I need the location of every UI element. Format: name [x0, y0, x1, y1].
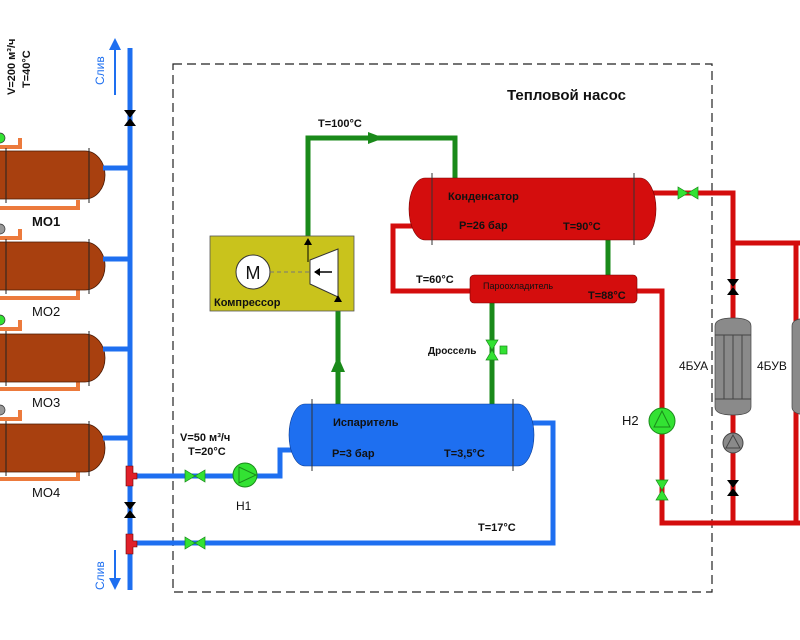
evaporator[interactable]: Испаритель P=3 бар T=3,5°C [288, 399, 535, 471]
desuperheater-out-temp: T=60°C [416, 274, 454, 286]
vessel-group: МО1 МО2 МО3 МО4 V=200 м³/ч T=40°C [0, 39, 106, 500]
exchanger-label-4buv: 4БУВ [757, 359, 787, 373]
sensor-icon [0, 404, 6, 416]
circulation-pump-icon[interactable] [722, 432, 744, 454]
condenser[interactable]: Конденсатор P=26 бар T=90°C [408, 173, 657, 245]
heat-pump-title: Тепловой насос [507, 87, 626, 104]
vessel-mo3 [0, 333, 106, 383]
tee-icon [125, 533, 138, 555]
tee-icon [125, 465, 138, 487]
throttle-label: Дроссель [428, 346, 476, 357]
inlet-flow-label: V=50 м³/ч [180, 432, 230, 444]
sensor-icon [0, 223, 6, 235]
drain-arrow-up-icon [109, 38, 121, 95]
evaporator-temp: T=3,5°C [444, 448, 485, 460]
pump-h1-label: Н1 [236, 499, 252, 513]
vessel-label: МО1 [32, 214, 60, 229]
valve-icon[interactable] [727, 279, 739, 295]
drain-label-bottom: Слив [93, 561, 107, 590]
desuperheater-temp: T=88°C [588, 290, 626, 302]
temp-label: T=40°C [21, 50, 33, 88]
vessel-mo2 [0, 241, 106, 291]
valve-icon[interactable] [124, 502, 136, 518]
compressor[interactable]: M Компрессор [209, 235, 355, 312]
pump-h1-icon[interactable] [232, 462, 258, 488]
drain-label-top: Слив [93, 56, 107, 85]
condenser-temp: T=90°C [563, 221, 601, 233]
return-temp-label: T=17°C [478, 522, 516, 534]
valve-icon[interactable] [655, 479, 669, 501]
inlet-temp-label: T=20°C [188, 446, 226, 458]
vessel-mo4 [0, 423, 106, 473]
sensor-icon [0, 132, 6, 144]
vessel-label: МО2 [32, 304, 60, 319]
desuperheater[interactable]: Пароохладитель T=88°C [469, 274, 638, 304]
compressor-label: Компрессор [214, 297, 281, 309]
valve-icon[interactable] [184, 536, 206, 550]
vessel-mo1 [0, 150, 106, 200]
evaporator-label: Испаритель [333, 417, 399, 429]
heat-pump-boundary [172, 63, 713, 593]
pump-h2-label: Н2 [622, 413, 639, 428]
valve-icon[interactable] [184, 469, 206, 483]
heat-exchanger-4buv[interactable] [791, 318, 800, 415]
motor-label: M [246, 263, 261, 283]
vessel-label: МО3 [32, 395, 60, 410]
valve-icon[interactable] [124, 110, 136, 126]
pump-h2-icon[interactable] [648, 407, 676, 435]
discharge-temp-label: T=100°C [318, 118, 362, 130]
drain-arrow-down-icon [109, 550, 121, 590]
condenser-pressure: P=26 бар [459, 220, 508, 232]
sensor-icon [0, 314, 6, 326]
flow-arrow-icon [368, 132, 384, 144]
desuperheater-label: Пароохладитель [483, 281, 553, 291]
vessel-label: МО4 [32, 485, 60, 500]
blue-collector [103, 48, 556, 590]
return-pipe [130, 420, 556, 546]
heat-exchanger-4bua[interactable] [714, 317, 752, 416]
valve-icon[interactable] [677, 186, 699, 200]
flow-label: V=200 м³/ч [6, 39, 18, 95]
valve-icon[interactable] [727, 480, 739, 496]
throttle-valve-icon[interactable] [485, 339, 499, 361]
exchanger-label-4bua: 4БУА [679, 359, 708, 373]
throttle-actuator-icon [499, 345, 508, 355]
condenser-label: Конденсатор [448, 191, 519, 203]
flow-arrow-icon [331, 356, 345, 372]
evaporator-pressure: P=3 бар [332, 448, 375, 460]
